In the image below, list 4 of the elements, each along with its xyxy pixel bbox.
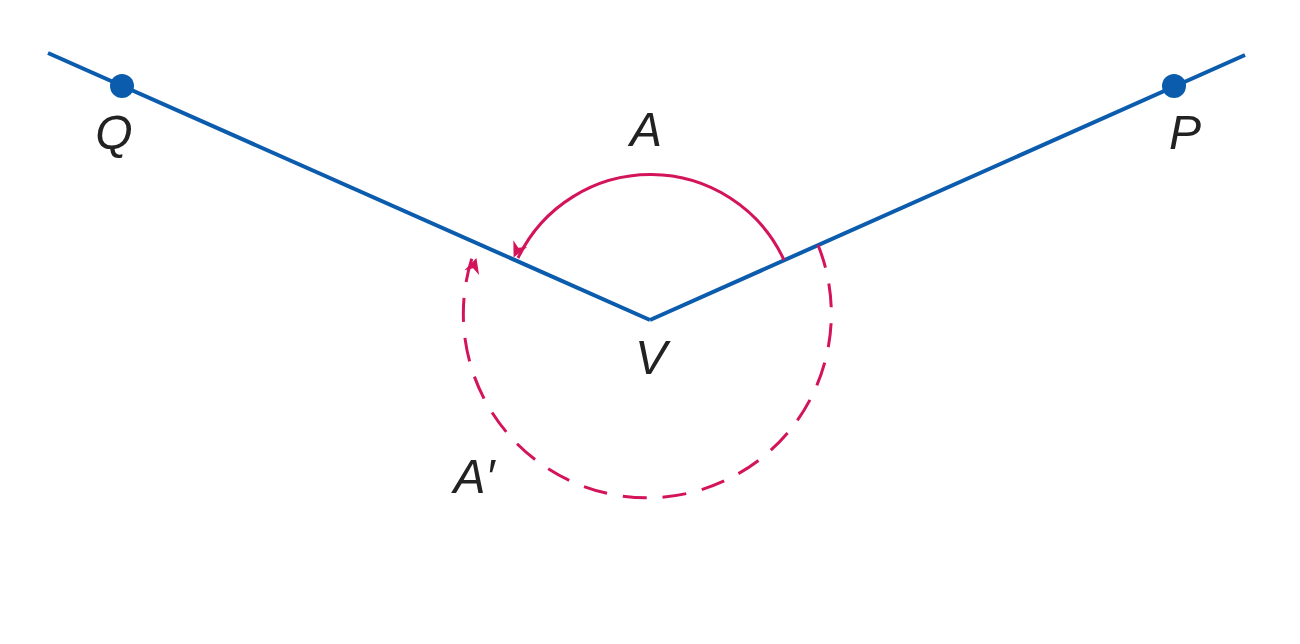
angle-label: A	[630, 106, 662, 154]
angle-label: A′	[453, 453, 495, 501]
point-label: Q	[95, 109, 133, 157]
point-label: P	[1169, 109, 1201, 157]
